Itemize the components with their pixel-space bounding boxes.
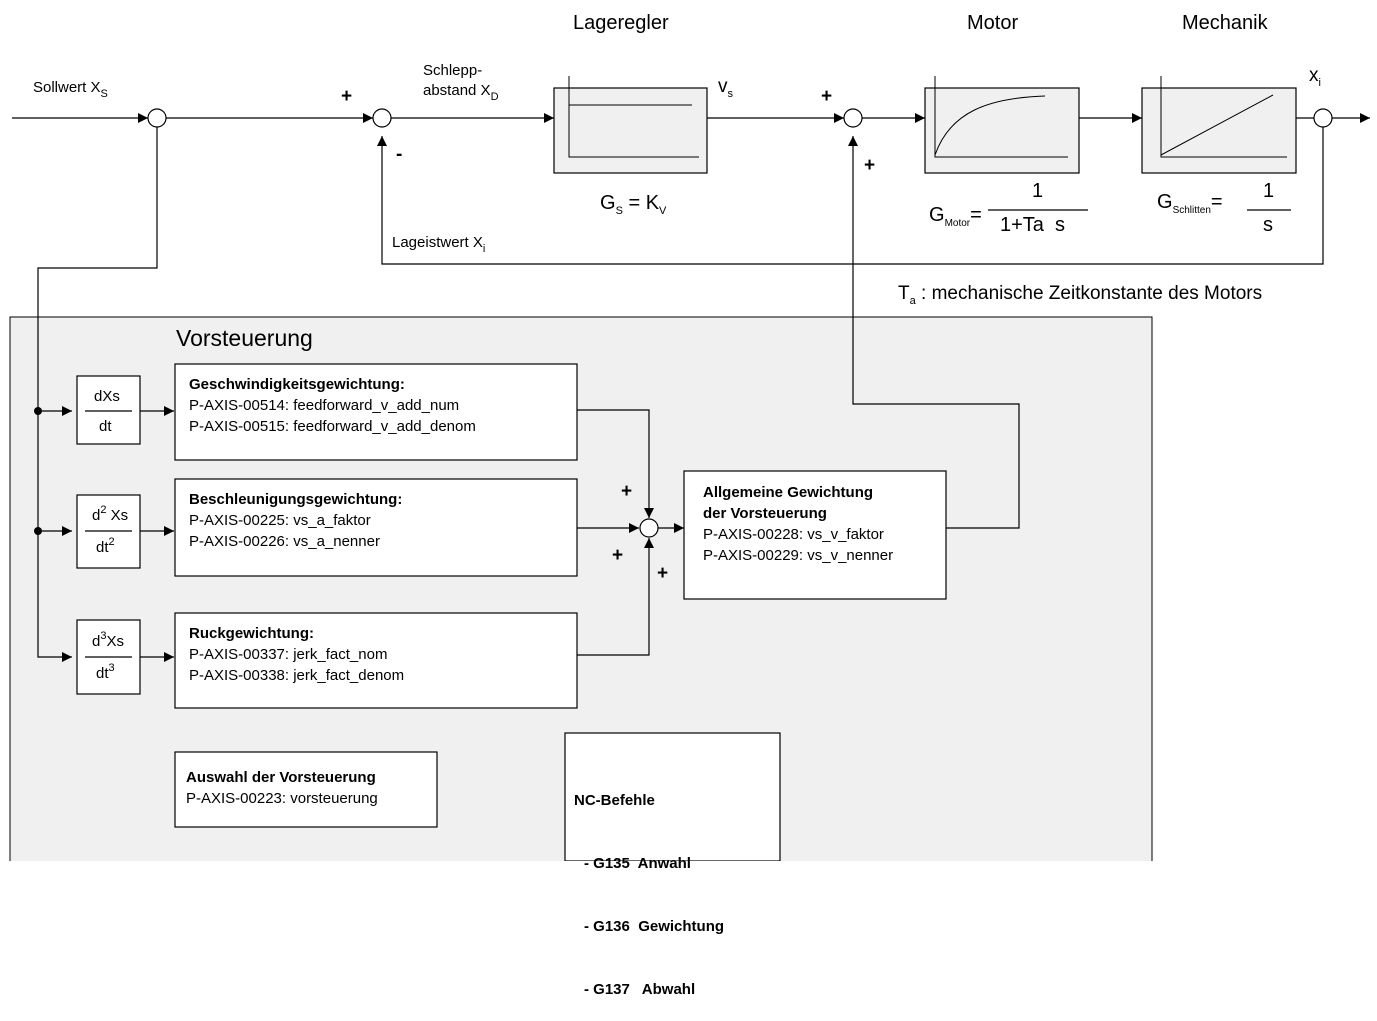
junction-dot <box>34 407 42 415</box>
summing-node-1 <box>147 108 167 128</box>
nc-block <box>564 732 781 861</box>
ruck-param-2: P-AXIS-00338: jerk_fact_denom <box>189 667 405 684</box>
nc-cmd-3: - G137 Abwahl <box>584 981 696 998</box>
mechanik-axes <box>1160 76 1287 158</box>
motor-title: Motor <box>967 12 1019 34</box>
gschlitten-label: GSchlitten= <box>1157 191 1223 216</box>
beschl-text: Beschleunigungsgewichtung: P-AXIS-00225:… <box>189 489 402 552</box>
geschw-param-1: P-AXIS-00514: feedforward_v_add_num <box>189 397 460 414</box>
sign-plus-sum4-bottom: + <box>657 563 669 584</box>
schlepp-label: Schlepp- abstand XD <box>423 62 499 103</box>
sign-minus-sum2: - <box>396 144 403 165</box>
sign-plus-sum2: + <box>341 86 353 107</box>
nc-cmd-2: - G136 Gewichtung <box>584 918 725 935</box>
geschw-param-2: P-AXIS-00515: feedforward_v_add_denom <box>189 418 476 435</box>
beschl-block <box>174 478 578 577</box>
ruck-block <box>174 612 578 709</box>
feedforward-to-sum3 <box>848 136 1020 529</box>
gschlitten-denominator: s <box>1263 214 1273 236</box>
d1-numerator: dXs <box>94 388 120 405</box>
geschw-block <box>174 363 578 461</box>
nc-cmd-1: - G135 Anwahl <box>584 855 691 872</box>
motor-axes <box>934 76 1068 158</box>
geschw-text: Geschwindigkeitsgewichtung: P-AXIS-00514… <box>189 374 476 437</box>
lageregler-axes <box>568 76 699 158</box>
allg-text: Allgemeine Gewichtung der Vorsteuerung P… <box>703 482 893 566</box>
summing-node-4 <box>639 518 659 538</box>
sign-plus-sum3-left: + <box>821 86 833 107</box>
sign-plus-sum4-top: + <box>621 481 633 502</box>
allg-param-1: P-AXIS-00228: vs_v_faktor <box>703 526 884 543</box>
lageregler-block <box>553 87 708 174</box>
auswahl-param: P-AXIS-00223: vorsteuerung <box>186 790 378 807</box>
summing-node-2 <box>372 108 392 128</box>
gmotor-label: GMotor= <box>929 204 982 229</box>
gmotor-numerator: 1 <box>1032 180 1044 202</box>
beschl-title: Beschleunigungsgewichtung: <box>189 491 403 508</box>
beschl-param-1: P-AXIS-00225: vs_a_faktor <box>189 512 371 529</box>
vs-label: vs <box>718 76 733 100</box>
d1-denominator: dt <box>99 418 112 435</box>
ruck-text: Ruckgewichtung: P-AXIS-00337: jerk_fact_… <box>189 623 404 686</box>
auswahl-block <box>174 751 438 828</box>
motor-block <box>924 87 1080 174</box>
output-node <box>1313 108 1333 128</box>
nc-text: NC-Befehle - G135 Anwahl - G136 Gewichtu… <box>574 748 724 1021</box>
sign-plus-sum4-left: + <box>612 545 624 566</box>
lageregler-title: Lageregler <box>573 12 669 34</box>
ruck-title: Ruckgewichtung: <box>189 625 315 642</box>
sign-plus-sum3-bottom: + <box>864 155 876 176</box>
auswahl-title: Auswahl der Vorsteuerung <box>186 769 376 786</box>
d2-denominator: dt2 <box>96 536 115 556</box>
allg-param-2: P-AXIS-00229: vs_v_nenner <box>703 547 894 564</box>
allg-title-1: Allgemeine Gewichtung <box>703 484 874 501</box>
gschlitten-numerator: 1 <box>1263 180 1275 202</box>
d1-block <box>76 375 141 445</box>
ta-note: Ta : mechanische Zeitkonstante des Motor… <box>898 283 1263 307</box>
lageistwert-label: Lageistwert Xi <box>392 234 486 255</box>
d3-denominator: dt3 <box>96 662 115 682</box>
sollwert-label: Sollwert XS <box>33 79 108 100</box>
gmotor-denominator: 1+Ta s <box>1000 214 1066 236</box>
ruck-param-1: P-AXIS-00337: jerk_fact_nom <box>189 646 388 663</box>
allg-title-2: der Vorsteuerung <box>703 505 827 522</box>
geschw-to-sum4 <box>577 409 654 518</box>
gs-formula: GS = KV <box>600 192 667 217</box>
setpoint-branch-line <box>37 127 158 662</box>
allg-block <box>683 470 947 600</box>
mechanik-curve <box>1160 94 1274 156</box>
d3-numerator: d3Xs <box>92 630 124 650</box>
vorsteuerung-title: Vorsteuerung <box>176 325 313 351</box>
mechanik-block <box>1141 87 1297 174</box>
ruck-to-sum4 <box>577 538 654 656</box>
junction-dot <box>34 527 42 535</box>
nc-title: NC-Befehle <box>574 792 655 809</box>
auswahl-text: Auswahl der Vorsteuerung P-AXIS-00223: v… <box>186 767 378 809</box>
control-loop-diagram <box>9 76 1370 861</box>
summing-node-3 <box>843 108 863 128</box>
d2-numerator: d2 Xs <box>92 504 129 524</box>
motor-curve <box>934 95 1046 156</box>
xi-label: xi <box>1309 65 1321 89</box>
geschw-title: Geschwindigkeitsgewichtung: <box>189 376 405 393</box>
mechanik-title: Mechanik <box>1182 12 1268 34</box>
beschl-param-2: P-AXIS-00226: vs_a_nenner <box>189 533 380 550</box>
